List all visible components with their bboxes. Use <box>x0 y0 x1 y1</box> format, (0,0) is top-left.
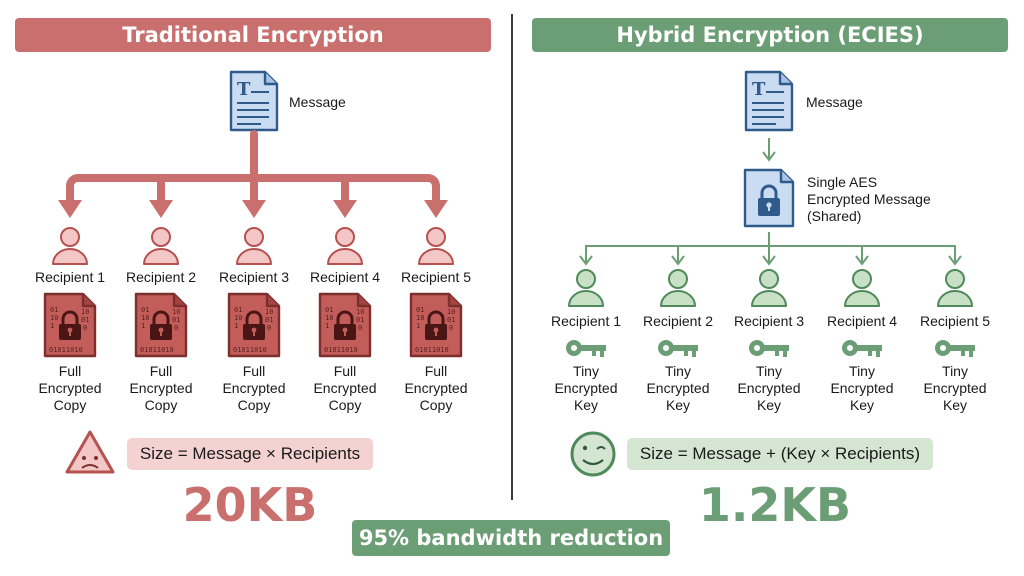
encrypted-copy-icon <box>318 292 372 358</box>
encrypted-key-label: Tiny Encrypted Key <box>554 363 618 413</box>
recipient-person-icon <box>568 269 604 307</box>
key-icon <box>658 340 698 357</box>
center-divider <box>511 14 513 500</box>
encrypted-copy-label: Full Encrypted Copy <box>38 363 102 413</box>
encrypted-key-label: Tiny Encrypted Key <box>923 363 987 413</box>
key-icon <box>842 340 882 357</box>
traditional-size-formula: Size = Message × Recipients <box>127 438 373 470</box>
encrypted-copy-icon <box>227 292 281 358</box>
hybrid-encryption-title: Hybrid Encryption (ECIES) <box>532 18 1008 52</box>
encrypted-copy-label: Full Encrypted Copy <box>222 363 286 413</box>
recipient-label: Recipient 5 <box>400 269 472 285</box>
shared-aes-lock-document-icon <box>743 168 795 228</box>
recipient-person-icon <box>751 269 787 307</box>
recipient-label: Recipient 5 <box>919 313 991 329</box>
hybrid-total-size: 1.2KB <box>698 478 852 532</box>
hybrid-size-formula: Size = Message + (Key × Recipients) <box>627 438 933 470</box>
encrypted-key-label: Tiny Encrypted Key <box>830 363 894 413</box>
recipient-label: Recipient 3 <box>218 269 290 285</box>
recipient-person-icon <box>660 269 696 307</box>
encrypted-copy-icon <box>43 292 97 358</box>
recipient-label: Recipient 4 <box>309 269 381 285</box>
recipient-label: Recipient 2 <box>642 313 714 329</box>
shared-aes-label: Single AES Encrypted Message (Shared) <box>807 174 931 224</box>
recipient-person-icon <box>143 227 179 265</box>
broadcast-arrows <box>66 130 440 209</box>
encrypted-copy-label: Full Encrypted Copy <box>404 363 468 413</box>
encrypted-key-label: Tiny Encrypted Key <box>646 363 710 413</box>
recipient-person-icon <box>937 269 973 307</box>
recipient-label: Recipient 1 <box>34 269 106 285</box>
message-label: Message <box>289 94 346 110</box>
recipient-person-icon <box>418 227 454 265</box>
encrypted-copy-label: Full Encrypted Copy <box>129 363 193 413</box>
message-to-shared-arrow <box>762 138 776 162</box>
recipient-person-icon <box>52 227 88 265</box>
happy-face-icon <box>570 431 616 477</box>
encrypted-copy-icon <box>134 292 188 358</box>
arrowheads-red <box>58 200 448 218</box>
recipient-label: Recipient 3 <box>733 313 805 329</box>
encrypted-key-label: Tiny Encrypted Key <box>737 363 801 413</box>
encrypted-copy-icon <box>409 292 463 358</box>
recipient-person-icon <box>327 227 363 265</box>
recipient-label: Recipient 4 <box>826 313 898 329</box>
message-document-icon <box>229 70 279 132</box>
recipient-person-icon <box>236 227 272 265</box>
recipient-person-icon <box>844 269 880 307</box>
key-icon <box>749 340 789 357</box>
key-icon <box>935 340 975 357</box>
key-distribution-lines <box>579 232 962 266</box>
recipient-label: Recipient 2 <box>125 269 197 285</box>
message-document-icon <box>744 70 794 132</box>
recipient-label: Recipient 1 <box>550 313 622 329</box>
message-label: Message <box>806 94 863 110</box>
sad-warning-icon <box>65 430 115 474</box>
traditional-encryption-title: Traditional Encryption <box>15 18 491 52</box>
key-icon <box>566 340 606 357</box>
bandwidth-reduction-badge: 95% bandwidth reduction <box>352 520 670 556</box>
encrypted-copy-label: Full Encrypted Copy <box>313 363 377 413</box>
traditional-total-size: 20KB <box>182 478 318 532</box>
